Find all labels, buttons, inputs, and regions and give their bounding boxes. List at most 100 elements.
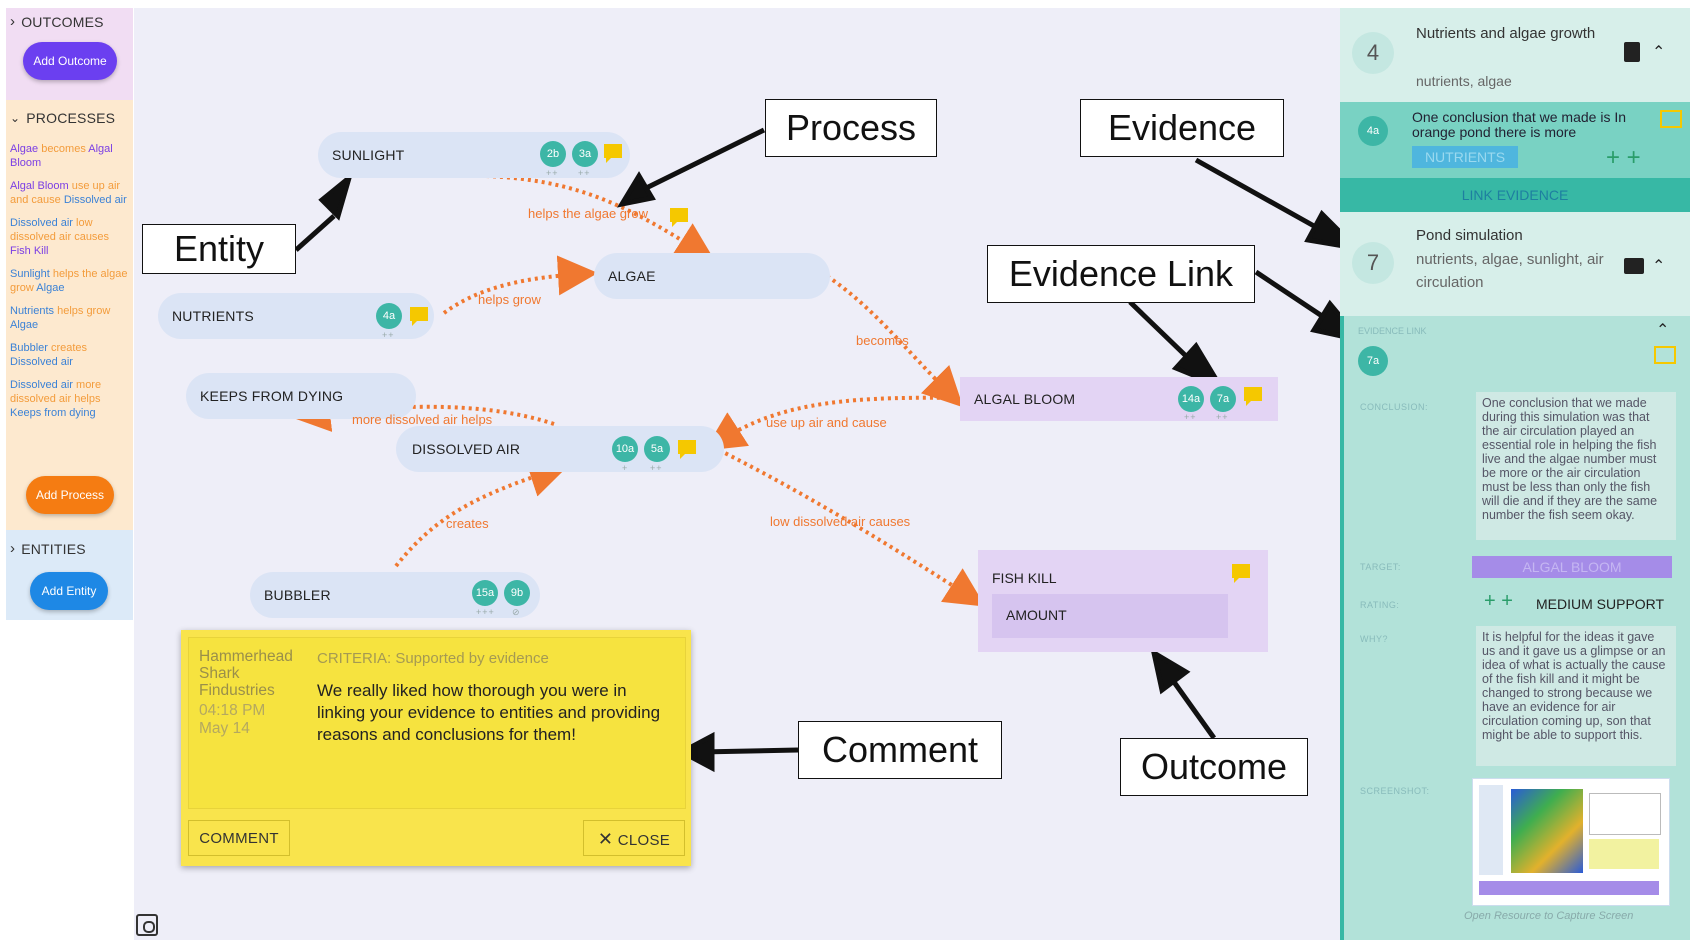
evidence-arrow <box>1194 157 1316 229</box>
evidence-link-arrow-2 <box>1254 269 1324 319</box>
comment-body-area: Hammerhead Shark Findustries 04:18 PM Ma… <box>188 637 686 809</box>
comment-flag-icon[interactable] <box>1232 564 1250 583</box>
document-icon[interactable] <box>1624 42 1640 62</box>
node-label: NUTRIENTS <box>172 308 254 324</box>
process-list-item[interactable]: Dissolved air low dissolved air causes F… <box>10 216 130 258</box>
evidence-link-detail: EVIDENCE LINK ⌃ 7a CONCLUSION: One concl… <box>1340 316 1690 940</box>
process-list-item[interactable]: Dissolved air more dissolved air helps K… <box>10 378 130 420</box>
process-list-part: Sunlight <box>10 268 50 280</box>
callout-comment: Comment <box>798 721 1002 779</box>
evidence-badge[interactable]: 4a <box>376 303 402 329</box>
process-list-part: Bubbler <box>10 342 48 354</box>
chevron-up-icon[interactable]: ⌃ <box>1652 258 1666 275</box>
badge-rating: ++ <box>546 168 559 178</box>
process-list-item[interactable]: Algae becomes Algal Bloom <box>10 142 130 170</box>
chevron-right-icon: › <box>10 540 16 557</box>
screenshot-thumbnail[interactable] <box>1472 778 1670 906</box>
rating-value[interactable]: MEDIUM SUPPORT <box>1536 596 1665 612</box>
node-algal-bloom[interactable]: ALGAL BLOOM 14a ++ 7a ++ <box>960 377 1278 422</box>
comment-flag-icon[interactable] <box>670 208 688 227</box>
process-list-part: helps grow <box>54 305 111 317</box>
process-list-part: use up air and cause <box>10 180 121 206</box>
capture-screen-icon[interactable] <box>136 914 158 936</box>
add-entity-button[interactable]: Add Entity <box>30 572 108 610</box>
node-label: FISH KILL <box>992 570 1057 586</box>
close-button[interactable]: ✕ CLOSE <box>583 820 685 856</box>
close-icon: ✕ <box>597 829 614 849</box>
chevron-up-icon[interactable]: ⌃ <box>1656 322 1670 339</box>
evidence-badge[interactable]: 15a <box>472 580 498 606</box>
node-bubbler[interactable]: BUBBLER 15a +++ 9b ⊘ <box>250 572 540 618</box>
callout-evidence: Evidence <box>1080 99 1284 157</box>
evidence-badge[interactable]: 5a <box>644 436 670 462</box>
process-list-part: helps the algae grow <box>10 268 128 294</box>
node-keeps-from-dying[interactable]: KEEPS FROM DYING <box>186 373 416 419</box>
outcome-measure[interactable]: AMOUNT <box>992 594 1228 638</box>
evidence-number: 7 <box>1352 242 1394 284</box>
edge-label-low-dissolved-air: low dissolved air causes <box>770 514 911 529</box>
node-algae[interactable]: ALGAE <box>594 253 830 299</box>
evidence-badge[interactable]: 2b <box>540 141 566 167</box>
node-label: ALGAE <box>608 268 656 284</box>
evidence-panel: 4 Nutrients and algae growth nutrients, … <box>1340 8 1690 940</box>
comment-arrow <box>699 747 799 755</box>
entities-section: › ENTITIES Add Entity <box>6 530 133 620</box>
process-list-part: Algal Bloom <box>10 180 69 192</box>
node-label: ALGAL BLOOM <box>974 391 1076 407</box>
toolbox-sidebar: › OUTCOMES Add Outcome ⌄ PROCESSES Algae… <box>6 8 133 620</box>
process-list-item[interactable]: Sunlight helps the algae grow Algae <box>10 267 130 295</box>
entities-header[interactable]: › ENTITIES <box>10 540 86 557</box>
comment-time: 04:18 PM <box>199 702 266 719</box>
process-list-part: Dissolved air <box>63 194 127 206</box>
rating-plus-icon[interactable]: + + <box>1484 590 1513 612</box>
link-evidence-button[interactable]: LINK EVIDENCE <box>1340 178 1690 212</box>
entities-title: ENTITIES <box>21 540 86 557</box>
process-list-item[interactable]: Bubbler creates Dissolved air <box>10 341 130 369</box>
comment-outline-icon[interactable] <box>1654 346 1676 364</box>
edge-label-helps-algae-grow: helps the algae grow <box>528 206 648 221</box>
add-outcome-button[interactable]: Add Outcome <box>23 42 117 80</box>
process-list-item[interactable]: Nutrients helps grow Algae <box>10 304 130 332</box>
node-dissolved-air[interactable]: DISSOLVED AIR 10a + 5a ++ <box>396 426 724 473</box>
process-list-part: more dissolved air helps <box>10 379 102 405</box>
comment-flag-icon[interactable] <box>678 440 696 459</box>
target-select[interactable]: ALGAL BLOOM <box>1472 556 1672 578</box>
process-list-part: Dissolved air <box>10 356 73 368</box>
why-field[interactable]: It is helpful for the ideas it gave us a… <box>1476 626 1676 766</box>
evidence-link-text: One conclusion that we made is In orange… <box>1412 109 1627 140</box>
process-list-item[interactable]: Algal Bloom use up air and cause Dissolv… <box>10 179 130 207</box>
conclusion-field[interactable]: One conclusion that we made during this … <box>1476 392 1676 540</box>
chevron-up-icon[interactable]: ⌃ <box>1652 44 1666 61</box>
comment-date: May 14 <box>199 720 250 737</box>
evidence-badge[interactable]: 7a <box>1210 386 1236 412</box>
comment-button[interactable]: COMMENT <box>188 820 290 856</box>
add-process-button[interactable]: Add Process <box>26 476 114 514</box>
evidence-badge[interactable]: 9b <box>504 580 530 606</box>
comment-flag-icon[interactable] <box>1244 387 1262 406</box>
image-icon[interactable] <box>1624 258 1644 274</box>
evidence-badge[interactable]: 3a <box>572 141 598 167</box>
evidence-link-badge[interactable]: 4a <box>1358 116 1388 146</box>
node-nutrients[interactable]: NUTRIENTS 4a ++ <box>158 293 434 340</box>
target-label: TARGET: <box>1360 562 1401 572</box>
evidence-badge[interactable]: 14a <box>1178 386 1204 412</box>
entity-arrow <box>294 214 336 252</box>
processes-header[interactable]: ⌄ PROCESSES <box>10 110 115 126</box>
evidence-badge[interactable]: 10a <box>612 436 638 462</box>
node-fish-kill[interactable]: FISH KILL AMOUNT <box>978 550 1268 652</box>
node-sunlight[interactable]: SUNLIGHT 2b ++ 3a ++ <box>318 132 630 178</box>
badge-rating: ++ <box>650 463 663 473</box>
evidence-item-4[interactable]: 4 Nutrients and algae growth nutrients, … <box>1340 8 1690 102</box>
comment-outline-icon[interactable] <box>1660 110 1682 128</box>
evidence-link-compact[interactable]: 4a One conclusion that we made is In ora… <box>1340 102 1690 212</box>
process-list-part: becomes <box>38 143 89 155</box>
process-list-part: Keeps from dying <box>10 407 96 419</box>
comment-flag-icon[interactable] <box>604 144 622 163</box>
evidence-link-badge[interactable]: 7a <box>1358 346 1388 376</box>
outcomes-header[interactable]: › OUTCOMES <box>10 13 104 30</box>
process-list-part: Algae <box>10 319 39 331</box>
process-list-part: low dissolved air causes <box>10 217 110 243</box>
comment-flag-icon[interactable] <box>410 307 428 326</box>
evidence-item-7[interactable]: 7 Pond simulation nutrients, algae, sunl… <box>1340 212 1690 316</box>
